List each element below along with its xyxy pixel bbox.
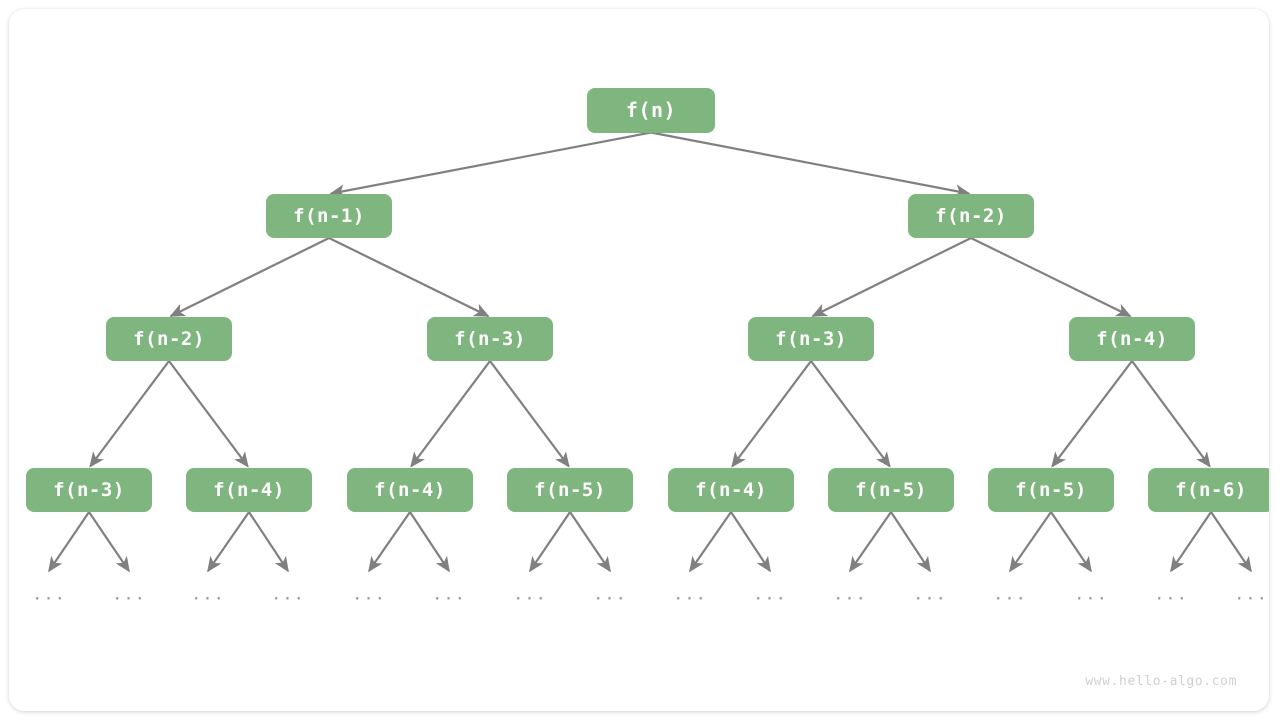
ellipsis-14: ... [1154, 584, 1188, 605]
leaf-edge-8 [689, 511, 732, 573]
leaf-edge-12 [1009, 511, 1052, 573]
edge-n2-to-n6 [970, 237, 1132, 318]
tree-node-label: f(n-1) [293, 205, 365, 227]
leaf-edge-11 [890, 511, 931, 573]
ellipsis-10: ... [833, 584, 867, 605]
tree-node-label: f(n-3) [454, 328, 526, 350]
leaf-edge-6 [529, 511, 571, 573]
watermark-label: www.hello-algo.com [1085, 674, 1237, 689]
ellipsis-15: ... [1234, 584, 1268, 605]
tree-node-label: f(n-5) [1015, 479, 1087, 501]
edge-n4-to-n10 [489, 360, 570, 468]
tree-node-label: f(n-3) [53, 479, 125, 501]
tree-node-n9[interactable]: f(n-4) [347, 468, 473, 512]
tree-node-n6[interactable]: f(n-4) [1069, 317, 1195, 361]
edge-n6-to-n14 [1131, 360, 1211, 468]
tree-node-n2[interactable]: f(n-2) [908, 194, 1034, 238]
ellipsis-7: ... [593, 584, 627, 605]
leaf-edge-14 [1170, 511, 1212, 573]
tree-node-label: f(n-4) [374, 479, 446, 501]
tree-node-label: f(n-3) [775, 328, 847, 350]
edge-n5-to-n11 [731, 360, 812, 468]
tree-node-label: f(n-4) [695, 479, 767, 501]
tree-node-label: f(n-4) [1096, 328, 1168, 350]
tree-node-n8[interactable]: f(n-4) [186, 468, 312, 512]
ellipsis-1: ... [112, 584, 146, 605]
edge-n3-to-n7 [89, 360, 170, 468]
leaf-edge-7 [569, 511, 611, 573]
edge-n1-to-n3 [169, 237, 330, 318]
leaf-edge-5 [409, 511, 450, 573]
edge-n5-to-n12 [810, 360, 891, 468]
edge-n0-to-n2 [650, 131, 971, 198]
leaf-edge-3 [248, 511, 289, 573]
ellipsis-12: ... [993, 584, 1027, 605]
leaf-edge-1 [88, 511, 130, 573]
tree-node-n14[interactable]: f(n-6) [1148, 468, 1269, 512]
tree-node-n7[interactable]: f(n-3) [26, 468, 152, 512]
edge-n6-to-n13 [1051, 360, 1133, 468]
ellipsis-11: ... [913, 584, 947, 605]
tree-node-n3[interactable]: f(n-2) [106, 317, 232, 361]
tree-node-n4[interactable]: f(n-3) [427, 317, 553, 361]
tree-node-n5[interactable]: f(n-3) [748, 317, 874, 361]
tree-node-label: f(n) [625, 98, 677, 122]
leaf-edge-2 [207, 511, 250, 573]
ellipsis-0: ... [32, 584, 66, 605]
ellipsis-13: ... [1074, 584, 1108, 605]
tree-node-label: f(n-5) [855, 479, 927, 501]
ellipsis-5: ... [432, 584, 466, 605]
tree-node-label: f(n-2) [935, 205, 1007, 227]
edge-n1-to-n4 [328, 237, 490, 318]
ellipsis-2: ... [191, 584, 225, 605]
ellipsis-6: ... [513, 584, 547, 605]
edge-n0-to-n1 [329, 131, 652, 198]
tree-node-label: f(n-4) [213, 479, 285, 501]
tree-node-label: f(n-5) [534, 479, 606, 501]
leaf-edge-10 [849, 511, 892, 573]
ellipsis-3: ... [271, 584, 305, 605]
leaf-edge-0 [48, 511, 90, 573]
edge-n3-to-n8 [168, 360, 249, 468]
ellipsis-8: ... [673, 584, 707, 605]
ellipsis-4: ... [352, 584, 386, 605]
tree-node-n13[interactable]: f(n-5) [988, 468, 1114, 512]
tree-node-label: f(n-6) [1175, 479, 1247, 501]
edge-n2-to-n5 [811, 237, 972, 318]
leaf-edge-4 [368, 511, 411, 573]
tree-node-n0[interactable]: f(n) [587, 87, 715, 133]
edge-n4-to-n9 [410, 360, 491, 468]
leaf-edge-13 [1050, 511, 1092, 573]
tree-node-n1[interactable]: f(n-1) [266, 194, 392, 238]
tree-node-n11[interactable]: f(n-4) [668, 468, 794, 512]
tree-node-label: f(n-2) [133, 328, 205, 350]
diagram-card: f(n) f(n-1) f(n-2) f(n-2) f(n-3) f(n-3) f(n-4)… [9, 9, 1269, 711]
tree-node-n10[interactable]: f(n-5) [507, 468, 633, 512]
ellipsis-9: ... [753, 584, 787, 605]
leaf-edge-15 [1210, 511, 1252, 573]
tree-node-n12[interactable]: f(n-5) [828, 468, 954, 512]
leaf-edge-9 [730, 511, 771, 573]
